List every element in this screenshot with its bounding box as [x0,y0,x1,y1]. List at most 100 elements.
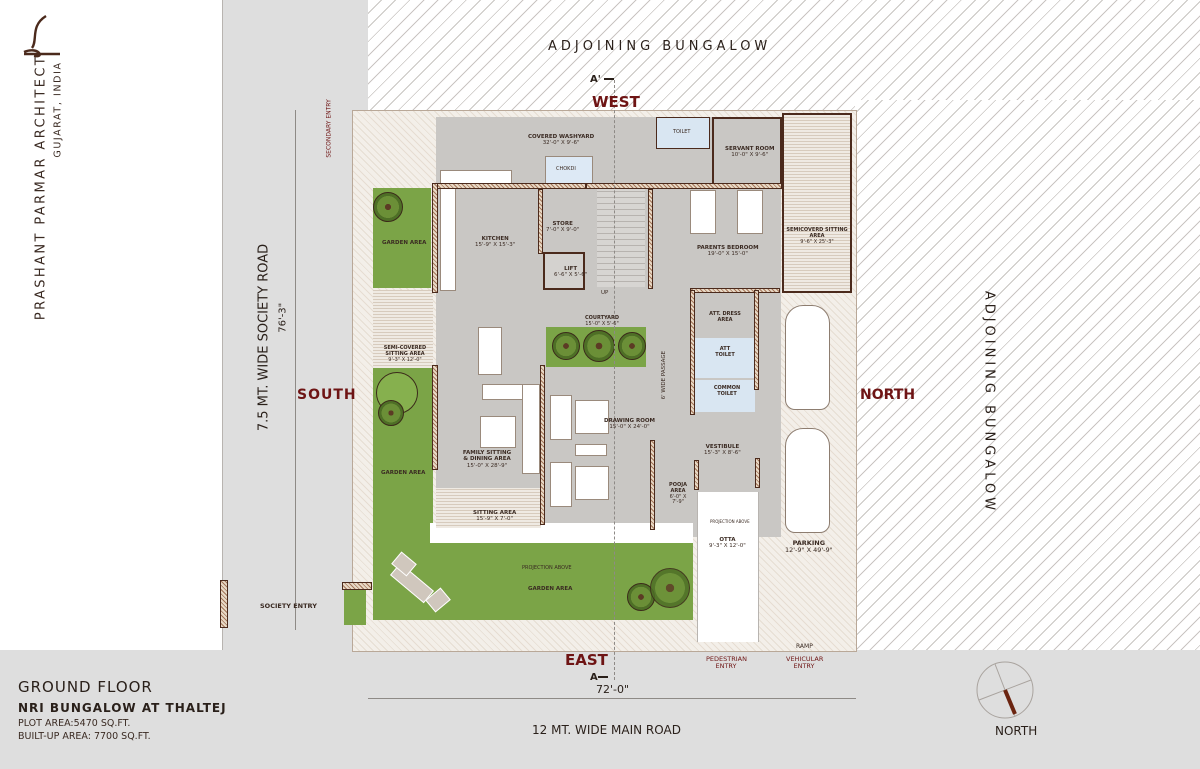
wall-right-vest [755,458,760,488]
bed-2 [737,190,763,234]
society-gate-post-left [220,580,228,628]
wall-top [436,183,586,189]
compass-label: NORTH [995,724,1038,738]
section-line [614,80,615,680]
garden-tree-icon [373,192,403,222]
drawing-sofa-2 [550,462,572,507]
family-coffee-table [480,416,516,448]
wall-toilets [690,290,695,415]
kitchen-counter-side [440,184,456,291]
room-garden-middle: GARDEN AREA [381,470,426,476]
sitting-area-deck [436,488,541,528]
north-compass: NORTH [975,660,1038,740]
west-label: WEST [592,93,640,111]
society-gate-post-right [342,582,372,590]
depth-dimension-label: 76'-3" [277,302,289,333]
section-marker-top: A' [590,74,615,86]
secondary-entry-label: SECONDARY ENTRY [325,99,333,158]
drawing-table-1 [575,400,609,434]
wall-drawing [540,365,545,525]
pedestrian-entry-label: PEDESTRIAN ENTRY [706,655,747,671]
common-toilet [695,380,755,412]
room-garden-bottom: GARDEN AREA [528,586,573,592]
east-label: EAST [565,651,608,669]
society-road-label: 7.5 MT. WIDE SOCIETY ROAD [256,243,272,432]
garden-tree-icon [650,568,690,608]
courtyard-tree-icon [618,332,646,360]
room-projection-garden: PROJECTION ABOVE [522,565,572,571]
room-passage: 6' WIDE PASSAGE [661,350,668,400]
servant-toilet [656,117,710,149]
otta-area [697,492,759,642]
project-title: NRI BUNGALOW AT THALTEJ [18,701,227,715]
car-1-icon [785,305,830,410]
main-road [0,650,1200,769]
south-label: SOUTH [297,387,357,403]
floor-title: GROUND FLOOR [18,678,153,696]
garden-tree-icon [378,400,404,426]
plot-area: PLOT AREA:5470 SQ.FT. [18,718,131,729]
calligraphic-swirl-logo-icon [23,14,60,58]
firm-name: PRASHANT PARMAR ARCHITECT [33,54,49,321]
lift-shaft [543,252,585,290]
adjoining-bungalow-top-label: ADJOINING BUNGALOW [548,39,772,54]
bed-1 [690,190,716,234]
room-common-toilet: COMMON TOILET [713,385,741,397]
courtyard-tree-icon [552,332,580,360]
wall-toilets-right [754,290,759,390]
wall-left [432,183,438,293]
width-dimension-label: 72'-0" [596,683,630,696]
society-entry-label: SOCIETY ENTRY [260,602,317,610]
section-marker-bottom: A [590,672,608,684]
wall-bedroom-bottom [690,288,780,293]
north-label: NORTH [860,387,916,403]
stair-up-label: UP [601,290,609,296]
room-garden-top: GARDEN AREA [382,240,427,246]
room-chokdi: CHOKDI [556,166,576,172]
left-white-panel [0,0,223,650]
wall-left-2 [432,365,438,470]
semicovered-sitting-right [782,113,852,293]
wall-store [538,189,543,254]
vehicular-entry-label: VEHICULAR ENTRY [786,655,824,671]
drawing-bench [575,444,607,456]
compass-icon [976,661,1034,719]
att-toilet [695,338,755,378]
drawing-table-2 [575,466,609,500]
semicovered-sitting-left [373,290,433,368]
servant-room [712,117,782,185]
title-block: GROUND FLOOR NRI BUNGALOW AT THALTEJ PLO… [18,678,318,742]
staircase [597,187,645,287]
firm-location: GUJARAT, INDIA [52,61,64,158]
wall-pooja [650,440,655,530]
adjoining-bungalow-hatch-right [855,100,1200,650]
family-l-sofa-side [522,384,540,474]
wall-passage [648,189,653,289]
projection-strip [430,523,693,543]
room-att-dress: ATT. DRESS AREA [709,311,741,323]
ramp-label: RAMP [796,643,813,650]
room-projection-otta: PROJECTION ABOVE [710,519,750,524]
firm-logo-block: PRASHANT PARMAR ARCHITECT GUJARAT, INDIA [14,12,64,320]
dining-table [478,327,502,375]
main-road-label: 12 MT. WIDE MAIN ROAD [532,723,681,737]
car-2-icon [785,428,830,533]
adjoining-bungalow-hatch-top [368,0,1200,110]
adjoining-bungalow-right-label: ADJOINING BUNGALOW [981,290,997,515]
garden-corner [344,590,366,625]
room-servant-toilet: TOILET [673,129,691,135]
depth-dimension-line [295,110,296,630]
